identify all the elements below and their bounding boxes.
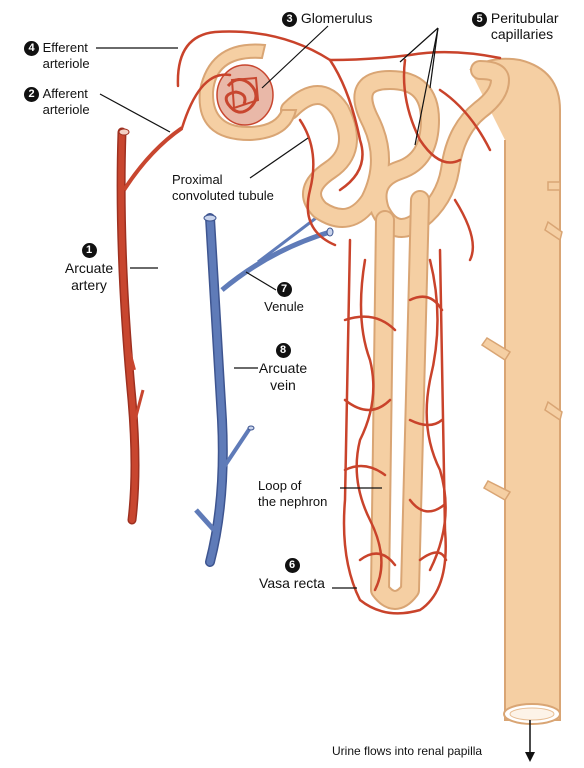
efferent-arteriole-text: Efferent arteriole (42, 40, 90, 71)
afferent-arteriole-text: Afferent arteriole (42, 86, 90, 117)
urine-flow-text: Urine flows into renal papilla (332, 744, 483, 758)
loop-of-nephron-text: Loop of the nephron (258, 478, 328, 509)
arcuate-artery-text: Arcuate artery (64, 260, 114, 293)
venule-label: 7 Venule (258, 282, 310, 315)
number-badge-1: 1 (81, 243, 97, 258)
urine-flow-label: Urine flows into renal papilla (332, 743, 482, 759)
number-badge-5: 5 (472, 11, 487, 27)
urine-flow-arrow (525, 720, 535, 762)
efferent-arteriole-label: 4 Efferent arteriole (24, 40, 90, 72)
venule-text: Venule (264, 299, 304, 314)
number-badge-3: 3 (282, 11, 297, 27)
number-badge-7: 7 (276, 282, 292, 297)
arcuate-artery (116, 126, 184, 525)
arcuate-vein-text: Arcuate vein (258, 360, 308, 393)
glomerulus (198, 43, 298, 142)
arcuate-vein-label: 8 Arcuate vein (254, 343, 312, 394)
number-badge-8: 8 (275, 343, 291, 358)
number-badge-6: 6 (284, 558, 300, 573)
proximal-convoluted-tubule-label: Proximal convoluted tubule (172, 172, 274, 204)
arcuate-vein (194, 213, 334, 567)
number-badge-4: 4 (24, 41, 39, 57)
nephron-tubule (280, 60, 510, 610)
number-badge-2: 2 (24, 87, 39, 103)
glomerulus-label: 3 Glomerulus (282, 10, 372, 27)
glomerulus-text: Glomerulus (300, 10, 373, 26)
afferent-arteriole-label: 2 Afferent arteriole (24, 86, 90, 118)
loop-of-nephron-label: Loop of the nephron (258, 478, 327, 510)
peritubular-capillaries-text: Peritubular capillaries (490, 10, 559, 42)
collecting-duct (469, 57, 563, 725)
peritubular-capillaries-label: 5 Peritubular capillaries (472, 10, 559, 42)
vasa-recta-text: Vasa recta (259, 575, 325, 591)
leader-lines (96, 25, 439, 589)
vasa-recta-label: 6 Vasa recta (250, 558, 334, 592)
proximal-convoluted-tubule-text: Proximal convoluted tubule (172, 172, 274, 203)
arcuate-artery-label: 1 Arcuate artery (52, 243, 126, 294)
